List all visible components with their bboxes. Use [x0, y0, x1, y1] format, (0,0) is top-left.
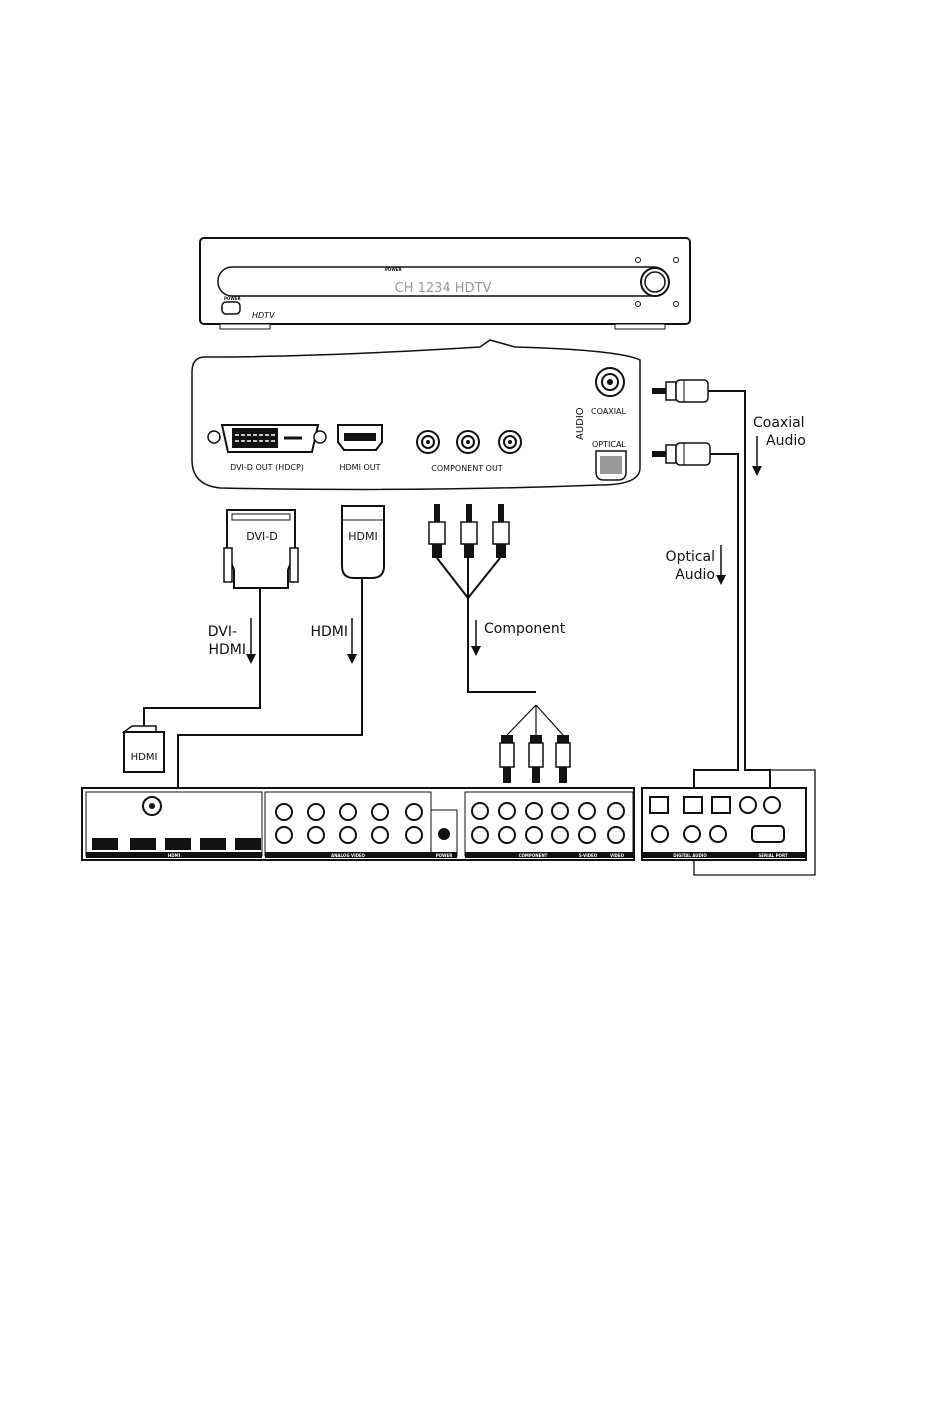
component-jack[interactable] — [457, 431, 479, 453]
rca-end-plug — [500, 735, 514, 783]
display-small-text: POWER — [385, 267, 402, 272]
rs-jack-2[interactable] — [764, 797, 780, 813]
arrow-dvi-hdmi — [246, 618, 256, 664]
label-coaxial-line1: Coaxial — [753, 415, 805, 431]
receiver-back-panel: HDMI ANALOG VIDEO POWER COMPONENT S-VIDE… — [82, 788, 806, 860]
hdmi-plug: HDMI — [342, 506, 384, 578]
analog-video-section — [265, 792, 431, 856]
coax-in-1[interactable] — [684, 826, 700, 842]
coaxial-port-label: COAXIAL — [591, 407, 627, 416]
power-button-label: POWER — [224, 296, 241, 301]
optical-port-label: OPTICAL — [592, 440, 626, 449]
analog-video-label: ANALOG VIDEO — [331, 853, 366, 858]
label-optical-line2: Audio — [675, 567, 715, 583]
label-component: Component — [484, 621, 566, 637]
power-button[interactable] — [222, 302, 240, 314]
dvi-plug: DVI-D — [224, 510, 298, 588]
power-jack[interactable] — [438, 828, 450, 840]
component-bar — [465, 852, 633, 858]
component-port-label: COMPONENT OUT — [431, 464, 503, 473]
serial-label: SERIAL PORT — [758, 853, 787, 858]
screw-3 — [636, 302, 641, 307]
component-jack[interactable] — [499, 431, 521, 453]
optical-port-inner — [600, 456, 622, 474]
serial-port[interactable] — [752, 826, 784, 842]
rca-plug — [461, 504, 477, 558]
coaxial-plug — [652, 380, 708, 402]
rca-plug — [429, 504, 445, 558]
coax-out-jack[interactable] — [652, 826, 668, 842]
optical-in-1[interactable] — [684, 797, 702, 813]
hdmi-port[interactable] — [338, 425, 382, 450]
video-label: VIDEO — [610, 853, 625, 858]
component-group-label: COMPONENT — [519, 853, 548, 858]
component-ports — [417, 431, 521, 453]
label-coaxial-line2: Audio — [766, 433, 806, 449]
power-label: POWER — [436, 853, 453, 858]
hdmi-input-3[interactable] — [200, 838, 226, 850]
audio-label: AUDIO — [575, 407, 586, 440]
hdmi-input-4[interactable] — [235, 838, 261, 850]
hdmi-input-1[interactable] — [130, 838, 156, 850]
optical-out-port[interactable] — [650, 797, 668, 813]
hdmi-end-plug: HDMI — [124, 726, 164, 772]
power-knob-inner — [645, 272, 665, 292]
label-hdmi: HDMI — [310, 624, 348, 640]
svideo-label: S-VIDEO — [579, 853, 598, 858]
digital-audio-label: DIGITAL AUDIO — [673, 853, 707, 858]
component-plugs — [429, 504, 509, 558]
box-foot-right — [615, 324, 665, 329]
component-fan-3 — [536, 705, 563, 735]
arrow-coaxial — [752, 436, 762, 476]
hdmi-group-label: HDMI — [168, 853, 181, 858]
hdmi-input-2[interactable] — [165, 838, 191, 850]
brand-label: HDTV — [252, 311, 275, 320]
rs-jack-1[interactable] — [740, 797, 756, 813]
hdtv-receiver-box: POWER CH 1234 HDTV POWER HDTV — [200, 238, 690, 329]
arrow-hdmi — [347, 618, 357, 664]
component-section — [465, 792, 633, 856]
component-fan-1 — [507, 705, 536, 735]
arrow-component — [471, 620, 481, 656]
hdmi-end-plug-label: HDMI — [131, 752, 158, 763]
hdmi-port-label: HDMI OUT — [339, 463, 380, 472]
box-foot-left — [220, 324, 270, 329]
display-text: CH 1234 HDTV — [395, 281, 492, 296]
rca-end-plug — [556, 735, 570, 783]
component-jack[interactable] — [417, 431, 439, 453]
component-end-plugs — [500, 735, 570, 783]
rear-panel: DVI-D OUT (HDCP) HDMI OUT COMPONENT OUT … — [192, 340, 640, 489]
optical-in-2[interactable] — [712, 797, 730, 813]
hdmi-output-port[interactable] — [92, 838, 118, 850]
screw-1 — [636, 258, 641, 263]
arrow-optical — [716, 545, 726, 585]
label-optical-line1: Optical — [666, 549, 715, 565]
hdmi-plug-label: HDMI — [348, 530, 377, 543]
coax-in-2[interactable] — [710, 826, 726, 842]
screw-4 — [674, 302, 679, 307]
dvi-plug-label: DVI-D — [246, 530, 278, 543]
label-dvi-hdmi-line1: DVI- — [208, 624, 237, 640]
dvi-port-label: DVI-D OUT (HDCP) — [230, 463, 304, 472]
optical-plug — [652, 443, 710, 465]
optical-cable — [694, 454, 738, 800]
screw-2 — [674, 258, 679, 263]
rca-end-plug — [529, 735, 543, 783]
label-dvi-hdmi-line2: HDMI — [208, 642, 246, 658]
coaxial-port[interactable] — [596, 368, 624, 396]
rca-plug — [493, 504, 509, 558]
